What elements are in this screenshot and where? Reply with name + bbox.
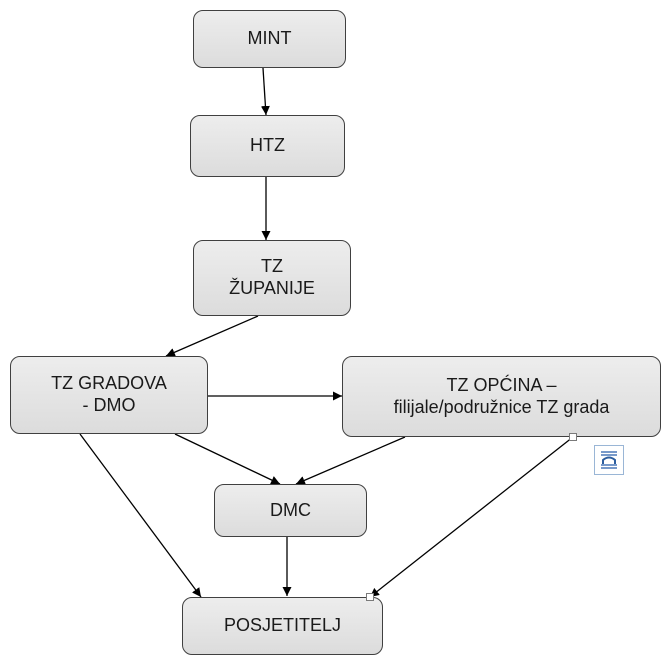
arrow-mint-to-htz	[260, 67, 270, 116]
arrow-tz-gradova-to-dmc	[174, 433, 281, 485]
arrow-tz-gradova-to-posjetitelj	[79, 433, 202, 598]
node-dmc[interactable]: DMC	[214, 484, 367, 537]
arrow-tz-zupanije-to-tz-gradova	[165, 315, 259, 357]
arrow-tz-opcina-to-posjetitelj	[369, 436, 574, 598]
selection-handle[interactable]	[366, 593, 374, 601]
arrow-tz-opcina-to-dmc	[295, 436, 406, 485]
node-posjetitelj[interactable]: POSJETITELJ	[182, 597, 383, 655]
node-tz-gradova[interactable]: TZ GRADOVA - DMO	[10, 356, 208, 434]
node-tz-zupanije[interactable]: TZ ŽUPANIJE	[193, 240, 351, 316]
node-tz-opcina[interactable]: TZ OPĆINA – filijale/podružnice TZ grada	[342, 356, 661, 437]
node-mint[interactable]: MINT	[193, 10, 346, 68]
layout-options-icon[interactable]	[594, 445, 624, 475]
node-htz[interactable]: HTZ	[190, 115, 345, 177]
selection-handle[interactable]	[569, 433, 577, 441]
